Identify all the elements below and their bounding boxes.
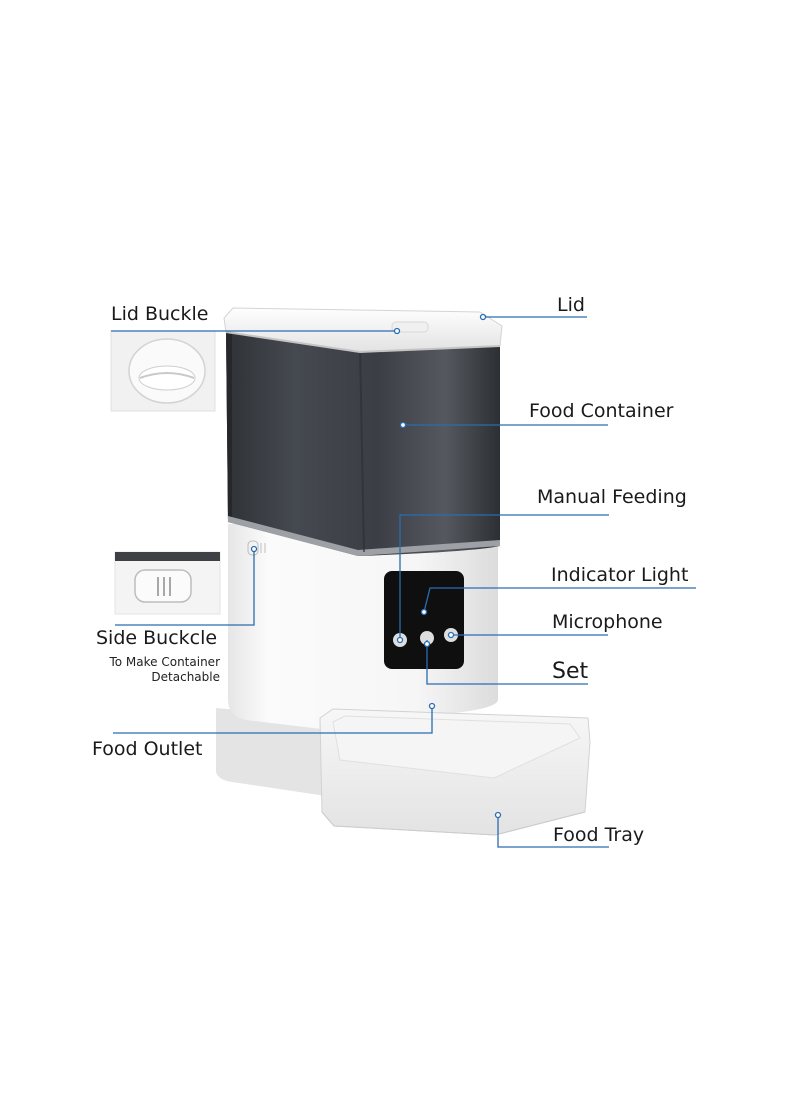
label-manual-feeding: Manual Feeding: [537, 486, 687, 508]
label-food-tray: Food Tray: [553, 824, 645, 846]
side-buckle-inset: [114, 551, 221, 615]
lid: [223, 307, 503, 354]
lid-buckle-inset: [110, 330, 216, 412]
leader-lines: [111, 316, 696, 848]
control-panel: [384, 571, 464, 669]
leader-food-outlet: [113, 706, 433, 734]
food-container: [226, 330, 500, 556]
food-tray: [319, 708, 591, 836]
side-buckle-note-line-2: Detachable: [151, 670, 220, 684]
leader-side-buckle: [115, 549, 255, 626]
label-lid: Lid: [557, 294, 585, 316]
leader-dots: [250, 313, 502, 819]
leader-food-tray: [497, 815, 609, 848]
leader-manual-feeding: [399, 514, 609, 640]
label-set: Set: [552, 659, 589, 684]
label-indicator-light: Indicator Light: [551, 564, 689, 586]
leader-set: [426, 640, 588, 685]
side-buckle-note-line-1: To Make Container: [109, 655, 220, 669]
label-food-container: Food Container: [529, 400, 674, 422]
leader-indicator-light: [423, 587, 696, 613]
side-buckle-note: To Make Container Detachable: [85, 655, 220, 685]
label-food-outlet: Food Outlet: [92, 738, 203, 760]
label-lid-buckle: Lid Buckle: [111, 303, 209, 325]
label-side-buckle: Side Buckcle: [96, 627, 218, 649]
label-microphone: Microphone: [552, 611, 663, 633]
